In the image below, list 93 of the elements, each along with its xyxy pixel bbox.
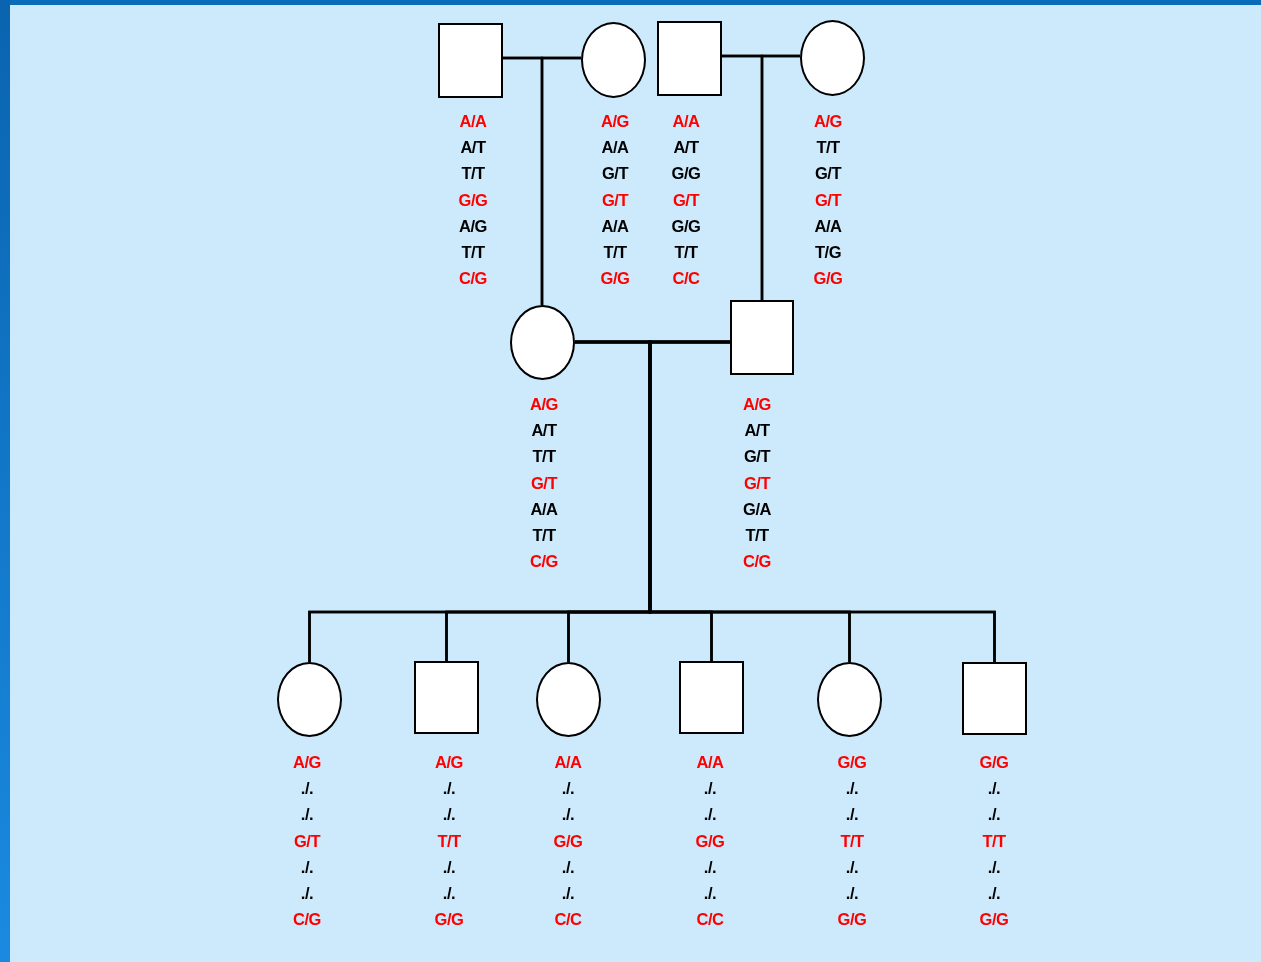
genotype-label: A/A bbox=[530, 498, 558, 520]
genotype-label: C/C bbox=[554, 909, 582, 931]
genotype-label: ./. bbox=[703, 856, 717, 878]
genotype-label: C/G bbox=[459, 268, 487, 290]
genotype-label: ./. bbox=[300, 778, 314, 800]
genotype-label: A/A bbox=[601, 137, 629, 159]
genotype-label: T/T bbox=[674, 241, 698, 263]
genotype-label: T/T bbox=[532, 446, 556, 468]
genotype-label: T/T bbox=[840, 830, 864, 852]
genotype-label: T/G bbox=[815, 241, 841, 263]
genotype-label: G/G bbox=[458, 189, 488, 211]
genotype-label: G/T bbox=[744, 446, 770, 468]
genotype-label: G/T bbox=[815, 163, 841, 185]
male-symbol bbox=[962, 662, 1027, 735]
genotype-label: G/G bbox=[600, 268, 630, 290]
genotype-label: G/G bbox=[979, 752, 1009, 773]
genotype-label: A/A bbox=[554, 752, 582, 773]
genotype-label: ./. bbox=[703, 882, 717, 904]
genotype-label: C/G bbox=[530, 551, 558, 573]
male-symbol bbox=[414, 661, 479, 734]
genotype-label: ./. bbox=[987, 856, 1001, 878]
genotype-label: ./. bbox=[987, 882, 1001, 904]
male-symbol bbox=[730, 300, 794, 375]
genotype-label: T/T bbox=[461, 241, 485, 263]
male-symbol bbox=[438, 23, 503, 98]
genotype-label: A/G bbox=[601, 111, 629, 132]
genotype-label: G/A bbox=[743, 498, 771, 520]
genotype-label: ./. bbox=[987, 778, 1001, 800]
genotype-label: A/A bbox=[601, 215, 629, 237]
genotype-label: ./. bbox=[561, 778, 575, 800]
pedigree-line bbox=[760, 54, 800, 300]
genotype-label: A/G bbox=[530, 394, 558, 415]
genotype-label: G/G bbox=[837, 752, 867, 773]
genotype-label: A/G bbox=[459, 215, 487, 237]
genotype-label: ./. bbox=[703, 778, 717, 800]
genotype-label: ./. bbox=[300, 856, 314, 878]
genotype-label: G/G bbox=[671, 215, 701, 237]
genotype-label: A/T bbox=[531, 420, 557, 442]
genotype-label: ./. bbox=[300, 804, 314, 826]
genotype-label: ./. bbox=[561, 856, 575, 878]
genotype-label: G/G bbox=[813, 268, 843, 290]
genotype-label: G/T bbox=[294, 830, 320, 852]
genotype-label: G/T bbox=[815, 189, 841, 211]
pedigree-line bbox=[648, 340, 996, 662]
genotype-label: ./. bbox=[442, 804, 456, 826]
pedigree-line bbox=[540, 56, 581, 305]
genotype-label: ./. bbox=[561, 804, 575, 826]
genotype-label: T/T bbox=[461, 163, 485, 185]
genotype-label: ./. bbox=[300, 882, 314, 904]
genotype-label: G/G bbox=[434, 909, 464, 931]
genotype-label: A/A bbox=[814, 215, 842, 237]
genotype-label: T/T bbox=[745, 524, 769, 546]
genotype-label: A/T bbox=[744, 420, 770, 442]
genotype-label: A/A bbox=[696, 752, 724, 773]
genotype-label: T/T bbox=[532, 524, 556, 546]
genotype-label: A/T bbox=[460, 137, 486, 159]
genotype-label: ./. bbox=[703, 804, 717, 826]
genotype-label: G/G bbox=[671, 163, 701, 185]
genotype-label: G/G bbox=[553, 830, 583, 852]
genotype-label: ./. bbox=[845, 856, 859, 878]
genotype-label: ./. bbox=[442, 882, 456, 904]
genotype-label: ./. bbox=[845, 882, 859, 904]
genotype-label: ./. bbox=[561, 882, 575, 904]
genotype-label: A/T bbox=[673, 137, 699, 159]
genotype-label: G/G bbox=[979, 909, 1009, 931]
genotype-label: A/A bbox=[459, 111, 487, 132]
genotype-label: G/T bbox=[673, 189, 699, 211]
genotype-label: G/G bbox=[837, 909, 867, 931]
genotype-label: G/T bbox=[744, 472, 770, 494]
genotype-label: A/A bbox=[672, 111, 700, 132]
genotype-label: A/G bbox=[435, 752, 463, 773]
genotype-label: C/C bbox=[696, 909, 724, 931]
genotype-label: G/G bbox=[695, 830, 725, 852]
genotype-label: G/T bbox=[602, 163, 628, 185]
genotype-label: T/T bbox=[603, 241, 627, 263]
male-symbol bbox=[657, 21, 722, 96]
genotype-label: C/C bbox=[672, 268, 700, 290]
genotype-label: ./. bbox=[442, 778, 456, 800]
genotype-label: T/T bbox=[437, 830, 461, 852]
genotype-label: G/T bbox=[602, 189, 628, 211]
genotype-label: T/T bbox=[816, 137, 840, 159]
genotype-label: T/T bbox=[982, 830, 1006, 852]
genotype-label: A/G bbox=[293, 752, 321, 773]
genotype-label: ./. bbox=[845, 778, 859, 800]
genotype-label: C/G bbox=[293, 909, 321, 931]
male-symbol bbox=[679, 661, 744, 734]
genotype-label: A/G bbox=[743, 394, 771, 415]
genotype-label: ./. bbox=[987, 804, 1001, 826]
genotype-label: A/G bbox=[814, 111, 842, 132]
genotype-label: ./. bbox=[442, 856, 456, 878]
genotype-label: ./. bbox=[845, 804, 859, 826]
genotype-label: C/G bbox=[743, 551, 771, 573]
genotype-label: G/T bbox=[531, 472, 557, 494]
